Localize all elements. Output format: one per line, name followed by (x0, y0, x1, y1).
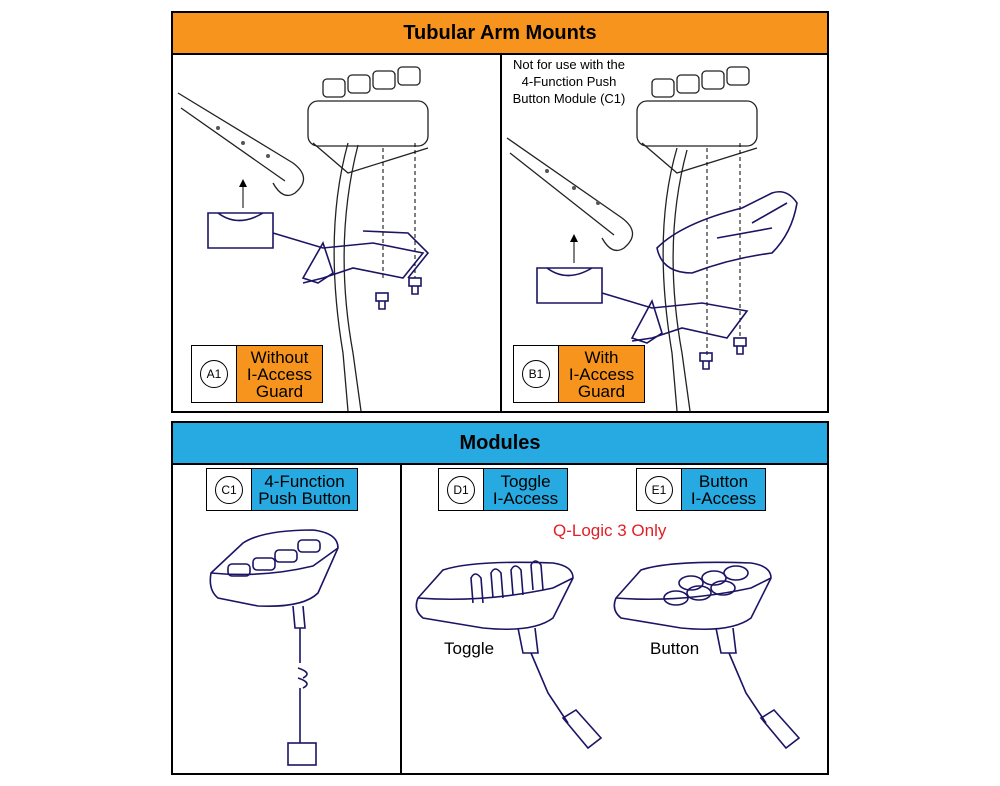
b1-label-box: B1 With I-Access Guard (513, 345, 645, 403)
tubular-arm-mounts-panel: Tubular Arm Mounts A1 Without I-Access G… (171, 11, 829, 413)
top-panel-divider (500, 53, 502, 411)
e1-button-module-illustration (613, 561, 801, 750)
tubular-arm-mounts-title: Tubular Arm Mounts (403, 21, 597, 44)
a1-label: Without I-Access Guard (237, 346, 322, 402)
c1-id-badge: C1 (215, 475, 243, 504)
d1-toggle-module-illustration (415, 560, 603, 750)
b1-warning-note: Not for use with the 4-Function Push But… (512, 57, 626, 106)
modules-title: Modules (459, 431, 541, 454)
a1-id-badge: A1 (200, 360, 228, 388)
e1-id-badge: E1 (645, 475, 673, 504)
modules-header: Modules (173, 423, 827, 465)
a1-label-box: A1 Without I-Access Guard (191, 345, 323, 403)
modules-panel: Modules C1 4-Function Push Button D1 Tog… (171, 421, 829, 775)
c1-label: 4-Function Push Button (252, 469, 357, 510)
d1-label: Toggle I-Access (484, 469, 567, 510)
e1-label: Button I-Access (682, 469, 765, 510)
b1-arm-mount-illustration (506, 66, 798, 412)
bottom-panel-divider (400, 463, 402, 773)
d1-label-box: D1 Toggle I-Access (438, 468, 568, 511)
button-caption: Button (650, 639, 700, 658)
d1-id-badge: D1 (447, 475, 475, 504)
b1-label: With I-Access Guard (559, 346, 644, 402)
toggle-caption: Toggle (444, 639, 495, 658)
e1-label-box: E1 Button I-Access (636, 468, 766, 511)
q-logic-restriction-note: Q-Logic 3 Only (553, 521, 667, 540)
c1-push-button-module-illustration (209, 529, 339, 766)
b1-id-badge: B1 (522, 360, 550, 388)
a1-arm-mount-illustration (177, 66, 430, 412)
c1-label-box: C1 4-Function Push Button (206, 468, 358, 511)
tubular-arm-mounts-header: Tubular Arm Mounts (173, 13, 827, 55)
